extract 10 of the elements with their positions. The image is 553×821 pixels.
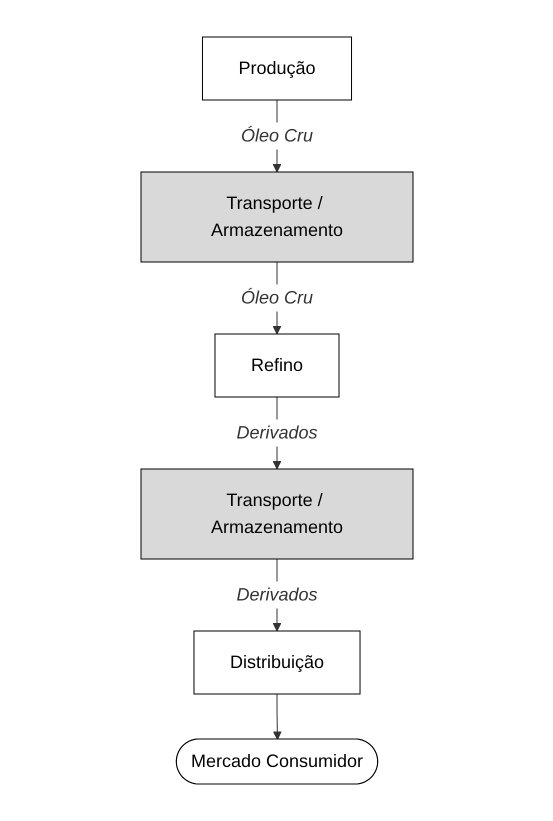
edge-label: Óleo Cru <box>240 126 313 146</box>
edge-label: Derivados <box>236 422 318 442</box>
edge-label: Óleo Cru <box>240 288 313 308</box>
node-box: Transporte / Armazenamento <box>140 172 413 262</box>
node-box: Distribuição <box>192 630 360 694</box>
edge-label: Derivados <box>236 584 318 604</box>
node-box: Produção <box>201 36 352 100</box>
arrow <box>272 694 282 740</box>
node-box: Transporte / Armazenamento <box>140 468 413 560</box>
node-box: Refino <box>214 334 340 398</box>
